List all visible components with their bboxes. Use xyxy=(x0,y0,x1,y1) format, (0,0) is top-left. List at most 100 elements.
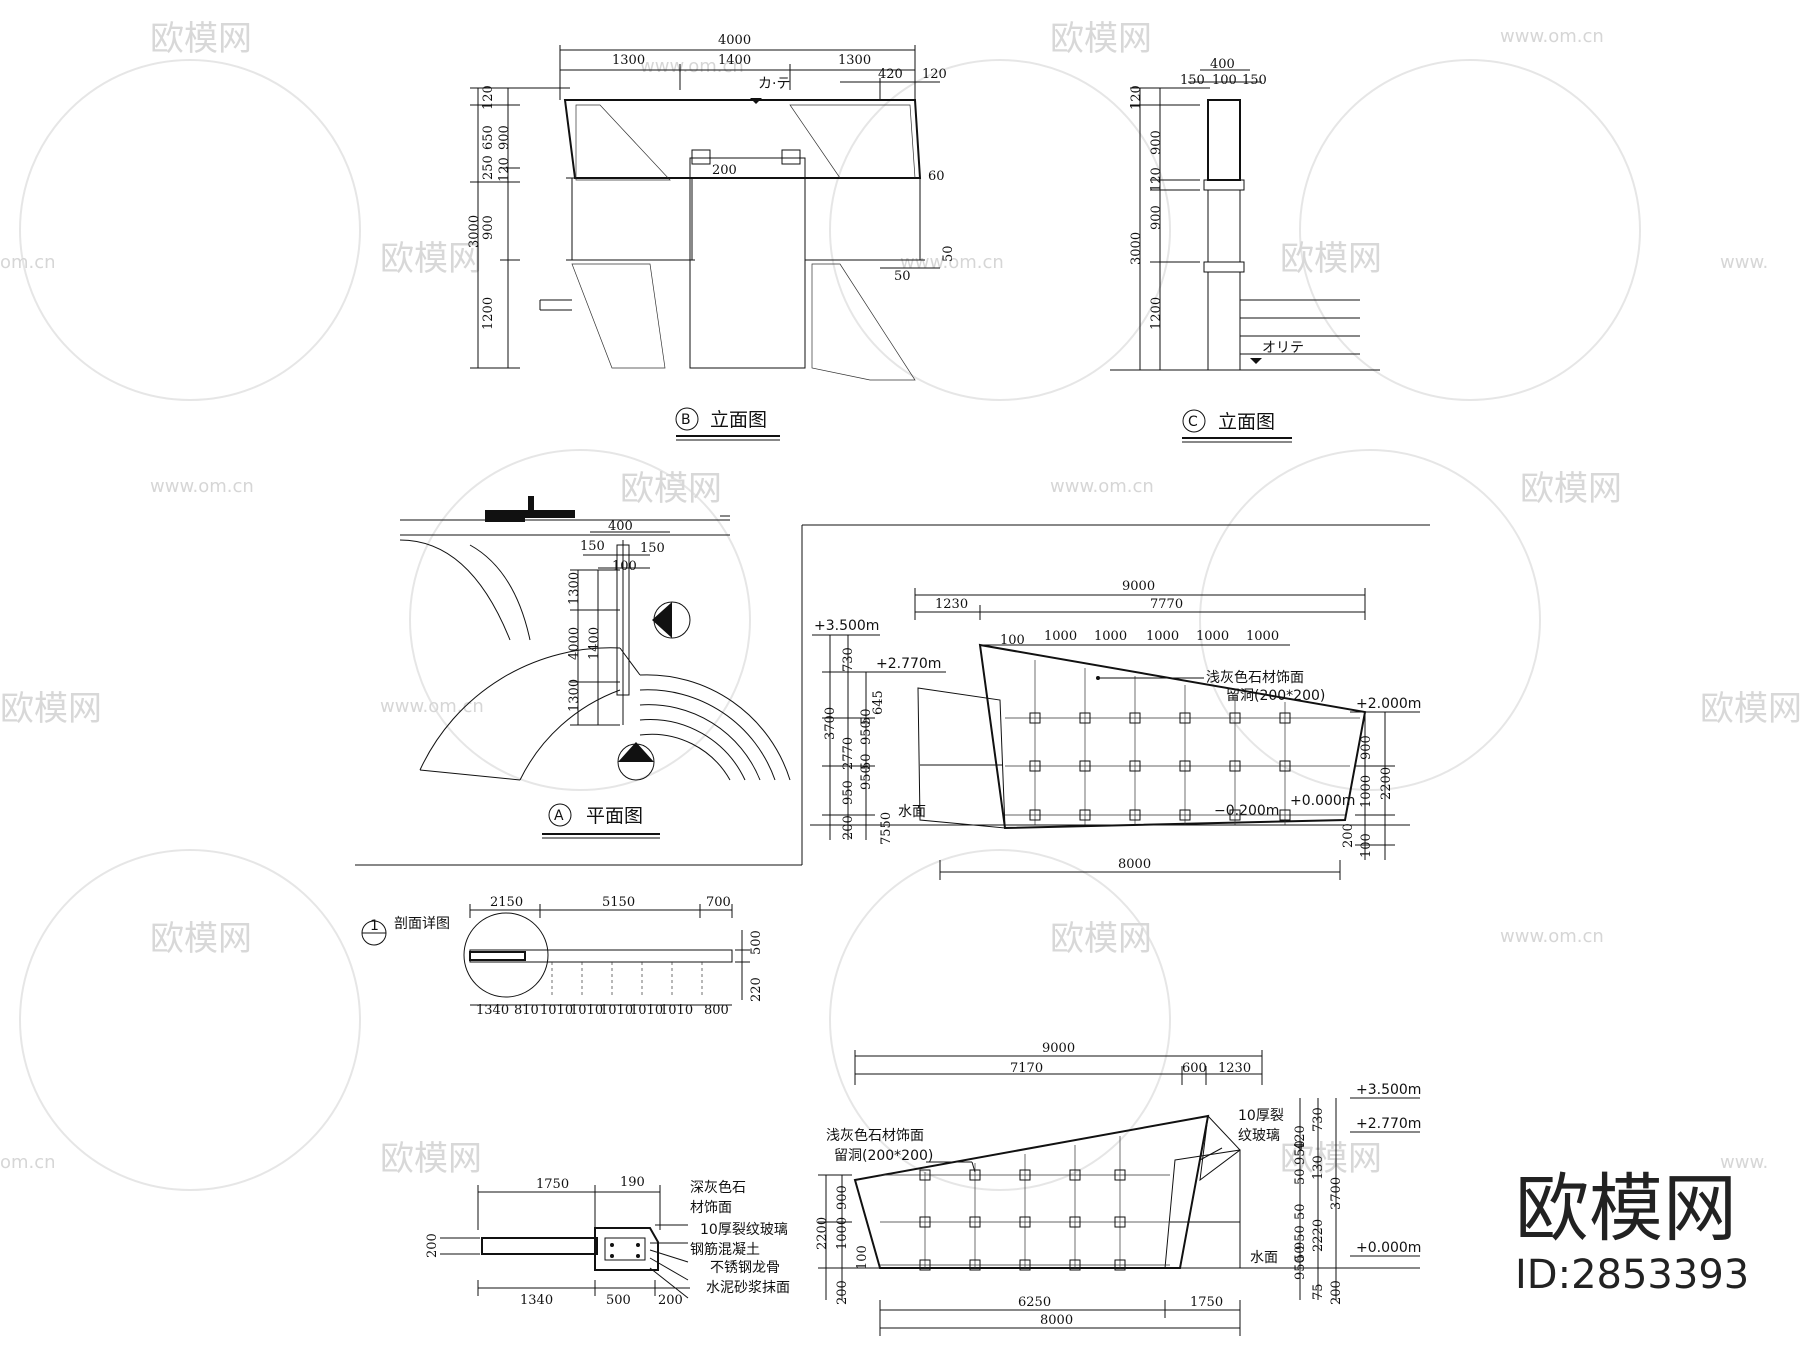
watermark-url: www. xyxy=(1720,252,1768,273)
dim-3700: 3700 xyxy=(823,707,838,740)
dim-800: 800 xyxy=(704,1003,729,1018)
logo: 欧模网 ID:2853393 xyxy=(1515,1166,1749,1298)
elev-b-title: 立面图 xyxy=(710,409,767,431)
dim-1400: 1400 xyxy=(718,53,751,68)
dim-900: 900 xyxy=(1149,130,1164,155)
watermark-url: om.cn xyxy=(0,1152,56,1173)
dim-1010: 1010 xyxy=(570,1003,603,1018)
dim-1000: 1000 xyxy=(1094,629,1127,644)
dim-120: 120 xyxy=(1149,167,1164,192)
dim-900: 900 xyxy=(497,125,512,150)
dim-200: 200 xyxy=(425,1233,440,1258)
dim-9000: 9000 xyxy=(1042,1041,1075,1056)
dim-1010: 1010 xyxy=(600,1003,633,1018)
dim-1000: 1000 xyxy=(1196,629,1229,644)
dim-1000: 1000 xyxy=(835,1217,850,1250)
watermark-url: om.cn xyxy=(0,252,56,273)
dim-950: 950 xyxy=(859,765,874,790)
dim-150: 150 xyxy=(640,541,665,556)
dim-200: 200 xyxy=(658,1293,683,1308)
dim-100: 100 xyxy=(855,1245,870,1270)
watermark-brand: 欧模网 xyxy=(150,919,252,959)
dim-500: 500 xyxy=(749,930,764,955)
watermark-url: www.om.cn xyxy=(1500,926,1604,947)
dim-100: 100 xyxy=(1000,633,1025,648)
dim-400: 400 xyxy=(608,519,633,534)
dim-2220: 2220 xyxy=(1311,1219,1326,1252)
dim-1000: 1000 xyxy=(1246,629,1279,644)
dim-600: 600 xyxy=(1182,1061,1207,1076)
dim-200: 200 xyxy=(1341,823,1356,848)
dim-75: 75 xyxy=(1311,1283,1326,1300)
dim-3000: 3000 xyxy=(467,215,482,248)
dim-9000: 9000 xyxy=(1122,579,1155,594)
dim-50: 50 xyxy=(1293,1245,1308,1262)
dim-100: 100 xyxy=(612,559,637,574)
kate-label: カ·テ xyxy=(758,76,790,92)
water-label: 水面 xyxy=(1250,1250,1278,1266)
dim-150: 150 xyxy=(1180,73,1205,88)
dim-420: 420 xyxy=(1293,1125,1308,1150)
plan-symbol: A xyxy=(554,808,564,824)
detail-note: 钢筋混凝土 xyxy=(690,1241,760,1258)
dim-6250: 6250 xyxy=(1018,1295,1051,1310)
dim-2200: 2200 xyxy=(1379,767,1394,800)
level-label: +0.000m xyxy=(1356,1240,1421,1256)
dim-1300: 1300 xyxy=(567,679,582,712)
detail-note: 10厚裂纹玻璃 xyxy=(700,1221,788,1238)
dim-810: 810 xyxy=(514,1003,539,1018)
plan-title: 平面图 xyxy=(586,805,643,827)
orite-label: オリテ xyxy=(1262,340,1304,356)
dim-8000: 8000 xyxy=(1118,857,1151,872)
dim-100: 100 xyxy=(1212,73,1237,88)
plan-a: 400 150 150 100 1300 4000 1400 1300 A 平面… xyxy=(355,496,1430,866)
detail-note: 水泥砂浆抹面 xyxy=(706,1280,790,1296)
watermark-url: www. xyxy=(1720,1152,1768,1173)
level-label: +2.770m xyxy=(1356,1116,1421,1132)
dim-190: 190 xyxy=(620,1175,645,1190)
dim-7770: 7770 xyxy=(1150,597,1183,612)
dim-120: 120 xyxy=(922,67,947,82)
dim-1010: 1010 xyxy=(540,1003,573,1018)
dim-1340: 1340 xyxy=(520,1293,553,1308)
watermark-brand: 欧模网 xyxy=(1280,239,1382,279)
dim-420: 420 xyxy=(878,67,903,82)
grid-holes xyxy=(880,1136,1170,1271)
detail-section: 1750 190 200 1340 500 200 深灰色石 材饰面 10厚裂纹… xyxy=(425,1175,790,1308)
dim-50: 50 xyxy=(859,708,874,725)
dim-900: 900 xyxy=(1359,735,1374,760)
dim-400: 400 xyxy=(1210,57,1235,72)
dim-250: 250 xyxy=(481,155,496,180)
dim-1000: 1000 xyxy=(1044,629,1077,644)
dim-50: 50 xyxy=(1293,1203,1308,1220)
dim-200: 200 xyxy=(1329,1280,1344,1305)
dim-7170: 7170 xyxy=(1010,1061,1043,1076)
dim-150: 150 xyxy=(1242,73,1267,88)
grid-holes xyxy=(1005,660,1360,825)
dim-950: 950 xyxy=(1293,1225,1308,1250)
dim-500: 500 xyxy=(606,1293,631,1308)
section-symbol: 1 xyxy=(370,918,379,934)
dim-4000: 4000 xyxy=(567,627,582,660)
dim-1750: 1750 xyxy=(1190,1295,1223,1310)
hole-note: 留洞(200*200) xyxy=(1226,688,1325,704)
dim-120: 120 xyxy=(1129,85,1144,110)
elevation-bottom: 9000 7170 600 1230 xyxy=(815,1041,1421,1336)
watermark-brand: 欧模网 xyxy=(380,1139,482,1179)
watermark-brand: 欧模网 xyxy=(1700,689,1800,729)
logo-id: ID:2853393 xyxy=(1515,1252,1749,1298)
dim-50: 50 xyxy=(859,753,874,770)
detail-note: 材饰面 xyxy=(690,1200,732,1216)
dim-950: 950 xyxy=(859,720,874,745)
level-label: +3.500m xyxy=(1356,1082,1421,1098)
level-label: +0.000m xyxy=(1290,793,1355,809)
dim-1400: 1400 xyxy=(587,627,602,660)
watermark-url: www.om.cn xyxy=(1500,26,1604,47)
watermark-url: www.om.cn xyxy=(1050,476,1154,497)
dim-8000: 8000 xyxy=(1040,1313,1073,1328)
dim-220: 220 xyxy=(749,977,764,1002)
dim-200: 200 xyxy=(841,815,856,840)
dim-1300: 1300 xyxy=(567,572,582,605)
dim-900: 900 xyxy=(1149,205,1164,230)
dim-4000: 4000 xyxy=(718,33,751,48)
